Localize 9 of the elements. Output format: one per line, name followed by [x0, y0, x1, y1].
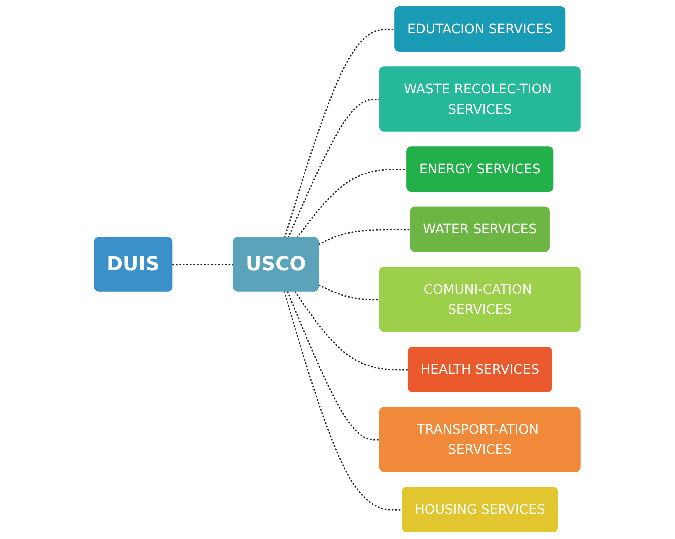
- connector: [294, 291, 409, 371]
- connector: [284, 292, 404, 511]
- connector: [172, 264, 234, 266]
- connector: [287, 292, 380, 441]
- connector: [296, 169, 408, 239]
- connector: [288, 98, 380, 238]
- connector: [318, 229, 412, 246]
- connector: [284, 28, 396, 238]
- connector: [318, 284, 380, 301]
